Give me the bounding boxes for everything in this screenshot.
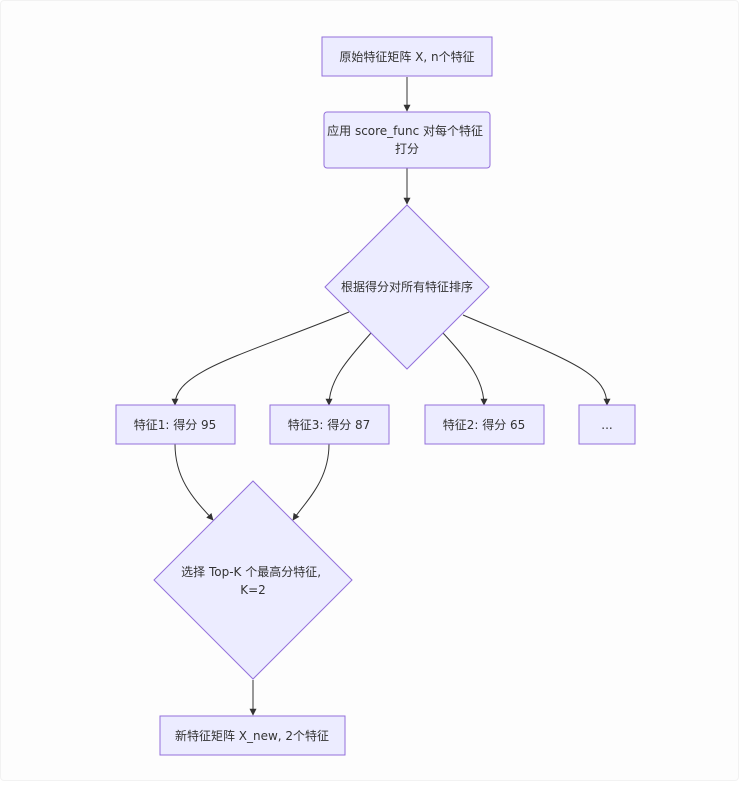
edge-f3-select [292,443,330,521]
node-more-shape [578,404,636,445]
edges [171,77,611,716]
node-f3-shape [269,404,390,445]
node-f1-shape [115,404,236,445]
node-select-label: 选择 Top-K 个最高分特征, K=2 [181,564,325,597]
node-f2-shape [424,404,545,445]
node-sort-shape [324,204,490,370]
node-sort-decision: 根据得分对所有特征排序 [324,204,490,370]
node-original-shape [321,36,493,77]
node-apply-shape [323,111,491,169]
edge-f1-select [174,443,214,521]
node-sort-label: 根据得分对所有特征排序 [341,279,473,294]
edge-sort-f3 [325,332,372,406]
node-f3-label: 特征3: 得分 87 [288,417,371,432]
node-feature-2: 特征2: 得分 65 [424,404,545,445]
node-original-label: 原始特征矩阵 X, n个特征 [339,49,474,64]
node-f2-label: 特征2: 得分 65 [443,417,526,432]
node-feature-1: 特征1: 得分 95 [115,404,236,445]
node-apply-score-func: 应用 score_func 对每个特征 打分 [323,111,491,169]
node-result-label: 新特征矩阵 X_new, 2个特征 [175,728,329,743]
node-original-matrix: 原始特征矩阵 X, n个特征 [321,36,493,77]
node-feature-3: 特征3: 得分 87 [269,404,390,445]
node-more-label: ... [601,418,612,432]
node-select-topk-decision: 选择 Top-K 个最高分特征, K=2 [153,480,353,680]
node-new-matrix: 新特征矩阵 X_new, 2个特征 [159,715,346,756]
node-apply-label: 应用 score_func 对每个特征 打分 [327,123,487,156]
node-result-shape [159,715,346,756]
edge-sort-more [462,314,611,406]
node-select-shape [153,480,353,680]
node-more-features: ... [578,404,636,445]
edge-sort-f2 [442,332,488,406]
node-f1-label: 特征1: 得分 95 [134,417,217,432]
edge-sort-f1 [171,311,350,406]
